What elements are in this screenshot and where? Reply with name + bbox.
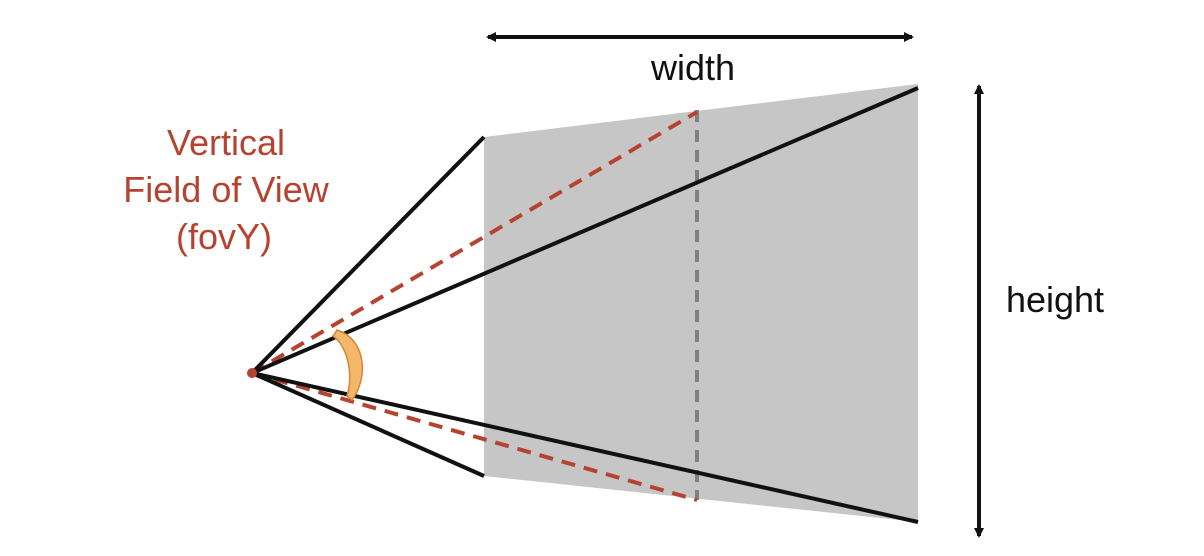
frustum-inner-lower-line (251, 371, 919, 524)
fov-label-line-2: Field of View (123, 169, 329, 210)
frustum-bottom-edge (251, 371, 485, 478)
view-plane (484, 84, 918, 522)
fov-lower-dashed-line (251, 371, 698, 502)
frustum-top-edge (250, 135, 486, 375)
width-label: width (650, 47, 735, 88)
fov-upper-dashed-line (250, 110, 699, 375)
frustum-inner-upper-line (251, 86, 919, 375)
camera-eye-point (247, 368, 257, 378)
fov-label-line-1: Vertical (167, 122, 285, 163)
height-label: height (1006, 279, 1104, 320)
fov-arc (331, 329, 364, 402)
fov-label-line-3: (fovY) (176, 216, 272, 257)
